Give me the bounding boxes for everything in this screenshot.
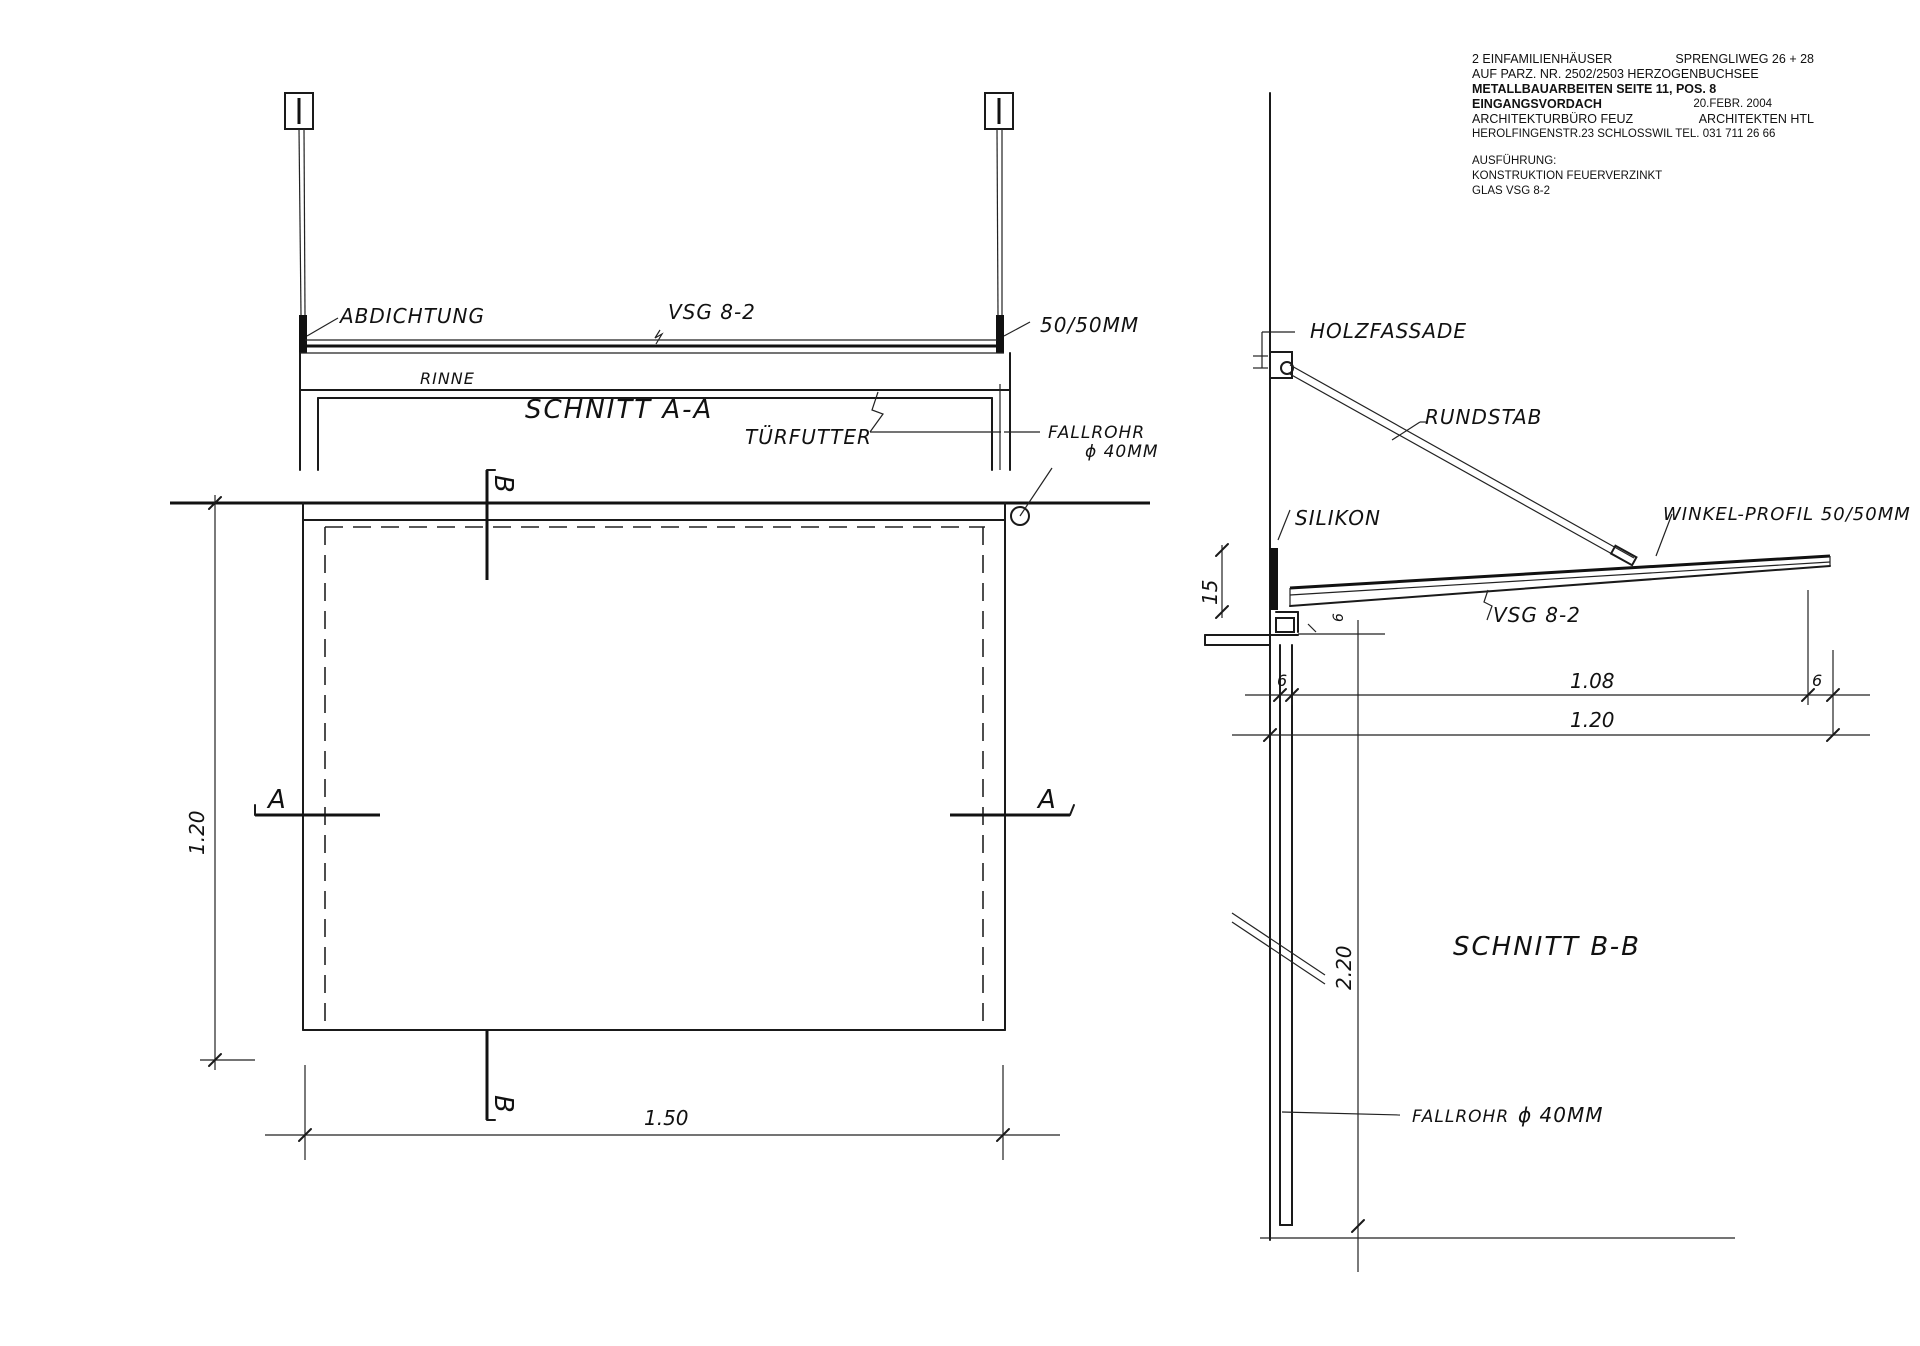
dim-label-height: 1.20 — [185, 810, 209, 855]
title-line-5-right: ARCHITEKTEN HTL — [1698, 112, 1814, 126]
label-vsg-left: VSG 8-2 — [668, 300, 756, 324]
dim-220 — [1351, 1219, 1365, 1233]
title-line-5-left: ARCHITEKTURBÜRO FEUZ — [1472, 112, 1634, 126]
label-holzfassade: HOLZFASSADE — [1310, 319, 1467, 343]
dim-label-220: 2.20 — [1332, 945, 1356, 990]
dim-label-15: 15 — [1198, 580, 1222, 605]
title-line-1: 2 EINFAMILIENHÄUSER SPRENGLIWEG 26 + 28 — [1472, 52, 1814, 67]
dim-label-6-left: 6 — [1277, 671, 1287, 690]
cut-label-a-left: A — [266, 785, 288, 815]
label-fallrohr-left: FALLROHR — [1048, 423, 1145, 443]
label-fallrohr-right: FALLROHR — [1412, 1107, 1509, 1127]
leader-lines-left — [306, 317, 1053, 517]
label-winkel-profil: WINKEL-PROFIL 50/50MM — [1663, 504, 1911, 525]
dim-15 — [1215, 543, 1229, 619]
title-line-6: HEROLFINGENSTR.23 SCHLOSSWIL TEL. 031 71… — [1472, 128, 1776, 140]
title-line-3: METALLBAUARBEITEN SEITE 11, POS. 8 — [1472, 82, 1717, 96]
facade-wall — [1253, 92, 1271, 1241]
dim-height-left — [200, 495, 255, 1070]
cut-line-a — [254, 804, 1075, 817]
label-profil-50: 50/50MM — [1040, 313, 1139, 337]
label-rundstab: RUNDSTAB — [1425, 405, 1542, 429]
title-line-5: ARCHITEKTURBÜRO FEUZ ARCHITEKTEN HTL — [1472, 112, 1814, 127]
title-block: 2 EINFAMILIENHÄUSER SPRENGLIWEG 26 + 28 … — [1472, 52, 1892, 199]
ausfuehrung-line-2: GLAS VSG 8-2 — [1472, 185, 1550, 197]
dim-width-bottom — [265, 1065, 1060, 1160]
cut-label-b-bottom: B — [488, 1095, 518, 1115]
dim-row-1 — [1245, 590, 1870, 735]
tie-rod — [1269, 351, 1638, 567]
cut-label-b-top: B — [488, 475, 518, 495]
dim-label-6-top: 6 — [1331, 613, 1347, 622]
section-title-b-b: SCHNITT B-B — [1453, 932, 1641, 962]
dim-6-top — [1298, 623, 1385, 635]
canopy-section — [1204, 548, 1831, 646]
label-silikon: SILIKON — [1295, 506, 1381, 530]
title-line-4-left: EINGANGSVORDACH — [1472, 97, 1602, 111]
door-frame — [299, 352, 1011, 471]
title-line-2: AUF PARZ. NR. 2502/2503 HERZOGENBUCHSEE — [1472, 67, 1759, 81]
downpipe-circle — [1010, 506, 1030, 526]
left-view — [170, 92, 1150, 1160]
suspension-rod-left — [284, 92, 314, 316]
title-line-1-right: SPRENGLIWEG 26 + 28 — [1675, 52, 1814, 66]
ausfuehrung-label: AUSFÜHRUNG: — [1472, 155, 1557, 167]
glass-panel — [299, 315, 1004, 354]
dim-label-6-right: 6 — [1812, 671, 1822, 690]
label-tuerfutter: TÜRFUTTER — [745, 425, 872, 449]
downpipe — [1260, 620, 1735, 1272]
label-fallrohr-dia-right: ϕ 40MM — [1518, 1103, 1604, 1127]
right-view — [1204, 92, 1870, 1272]
leader-lines-right — [1262, 331, 1673, 1116]
label-rinne: RINNE — [420, 369, 475, 388]
ausfuehrung-line-1: KONSTRUKTION FEUERVERZINKT — [1472, 170, 1663, 182]
label-fallrohr-dia-left: ϕ 40MM — [1085, 442, 1159, 462]
title-line-4: EINGANGSVORDACH 20.FEBR. 2004 — [1472, 97, 1772, 112]
title-line-1-left: 2 EINFAMILIENHÄUSER — [1472, 52, 1613, 66]
canopy-plan — [302, 502, 1030, 1031]
break-marks — [1231, 912, 1326, 985]
label-vsg-right: VSG 8-2 — [1493, 603, 1581, 627]
label-abdichtung: ABDICHTUNG — [338, 304, 485, 328]
title-date: 20.FEBR. 2004 — [1693, 98, 1772, 110]
dim-row-2 — [1232, 728, 1870, 742]
cut-line-b — [485, 469, 496, 1121]
section-title-a-a: SCHNITT A-A — [525, 395, 713, 425]
suspension-rod-right — [984, 92, 1014, 316]
dim-label-108: 1.08 — [1570, 669, 1615, 693]
dim-label-width: 1.50 — [644, 1106, 689, 1130]
dim-label-120: 1.20 — [1570, 708, 1615, 732]
cut-label-a-right: A — [1036, 785, 1058, 815]
